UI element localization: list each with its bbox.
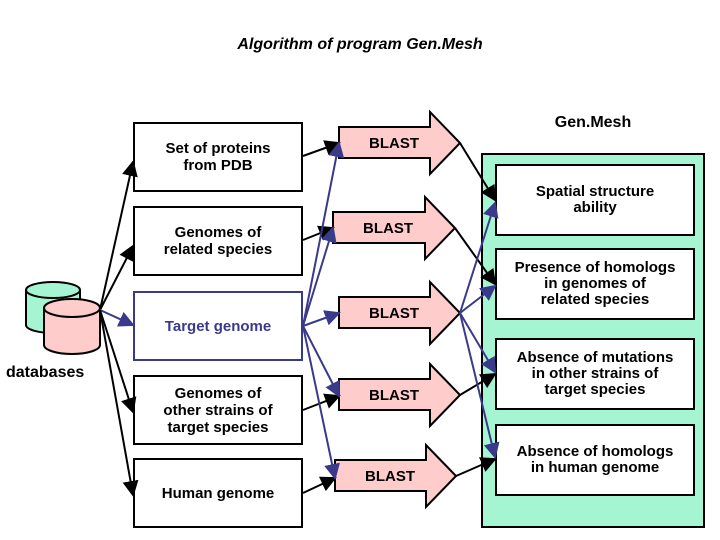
blast-arrow-1 [338,109,462,177]
blast-label-1: BLAST [369,135,419,152]
source-other-strains: Genomes of other strains of target speci… [133,375,303,445]
database-icon [25,281,101,355]
blast-arrow-3 [338,279,462,347]
blast-arrow-4 [338,361,462,429]
database-connectors [99,160,139,497]
source-connectors [302,140,345,494]
source-target-genome: Target genome [133,291,303,361]
criterion-spatial-structure: Spatial structure ability [495,164,695,236]
source-human-genome: Human genome [133,458,303,528]
diagram-title: Algorithm of program Gen.Mesh [237,36,483,53]
blast-arrow-2 [332,194,457,262]
databases-label: databases [6,364,85,381]
genmesh-title: Gen.Mesh [554,114,632,131]
blast-label-2: BLAST [363,220,413,237]
blast-connectors [454,142,500,477]
source-pdb-proteins: Set of proteins from PDB [133,122,303,192]
criterion-absence-homologs-human: Absence of homologs in human genome [495,424,695,496]
blast-label-5: BLAST [365,468,415,485]
criterion-presence-homologs: Presence of homologs in genomes of relat… [495,248,695,320]
source-related-genomes: Genomes of related species [133,206,303,276]
blast-label-4: BLAST [369,387,419,404]
blast-arrow-5 [334,442,458,510]
blast-label-3: BLAST [369,305,419,322]
